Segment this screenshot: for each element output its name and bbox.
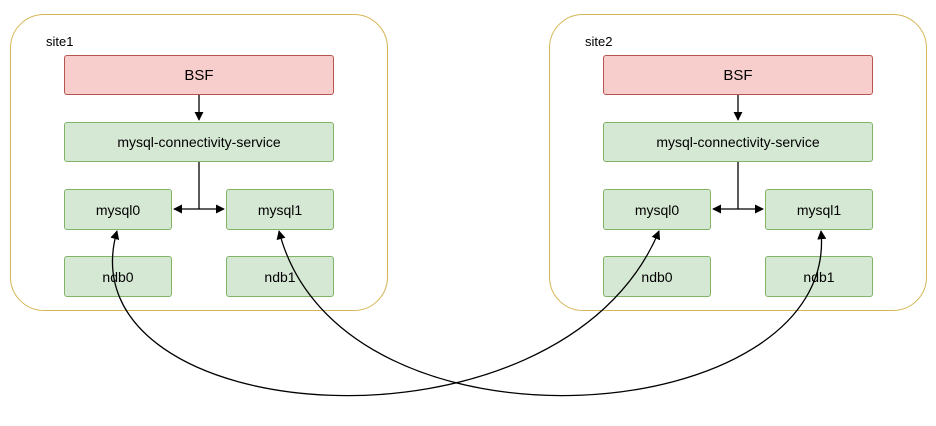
site2-label: site2 [585,34,613,49]
site1-mysql1-node: mysql1 [226,189,334,230]
site1-bsf-node: BSF [64,55,334,95]
site1-ndb0-node: ndb0 [64,256,172,297]
site2-mysql-connectivity-service-node: mysql-connectivity-service [603,122,873,162]
site2-bsf-node: BSF [603,55,873,95]
site2-mysql0-node: mysql0 [603,189,711,230]
site1-mysql0-node: mysql0 [64,189,172,230]
site1-label: site1 [46,34,74,49]
site1-mysql-connectivity-service-node: mysql-connectivity-service [64,122,334,162]
site2-ndb0-node: ndb0 [603,256,711,297]
site2-mysql1-node: mysql1 [765,189,873,230]
site2-ndb1-node: ndb1 [765,256,873,297]
site1-ndb1-node: ndb1 [226,256,334,297]
